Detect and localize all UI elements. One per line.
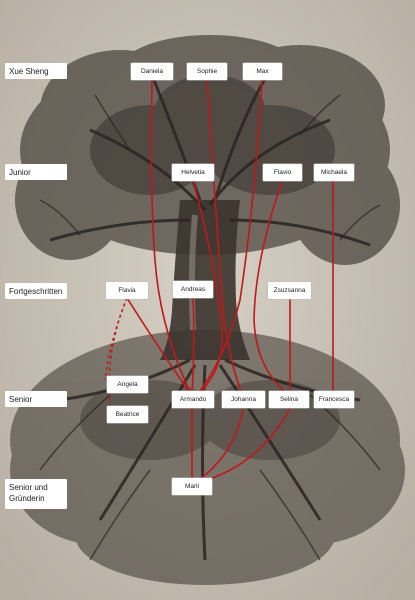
level-label-senior-und-gruenderin: Senior und Gründerin bbox=[5, 479, 67, 509]
node-armando: Armando bbox=[172, 391, 214, 408]
node-francesca: Francesca bbox=[314, 391, 354, 408]
level-label-fortgeschritten: Fortgeschritten bbox=[5, 283, 67, 299]
node-angela: Angela bbox=[107, 376, 148, 393]
node-andreas: Andreas bbox=[173, 281, 213, 298]
node-michaela: Michaela bbox=[314, 164, 354, 181]
node-selina: Selina bbox=[269, 391, 309, 408]
node-marli: Marli bbox=[172, 478, 212, 495]
node-johanna: Johanna bbox=[222, 391, 265, 408]
node-helvetia: Helvetia bbox=[172, 164, 214, 181]
level-label-senior: Senior bbox=[5, 391, 67, 407]
node-flavia: Flavia bbox=[106, 282, 148, 299]
level-label-junior: Junior bbox=[5, 164, 67, 180]
node-beatrice: Beatrice bbox=[107, 406, 148, 423]
node-flavio: Flavio bbox=[263, 164, 302, 181]
node-sophie: Sophie bbox=[187, 63, 227, 80]
level-label-xue-sheng: Xue Sheng bbox=[5, 63, 67, 79]
node-max: Max bbox=[243, 63, 282, 80]
node-zsuzsanna: Zsuzsanna bbox=[268, 282, 311, 299]
node-daniela: Daniela bbox=[131, 63, 173, 80]
